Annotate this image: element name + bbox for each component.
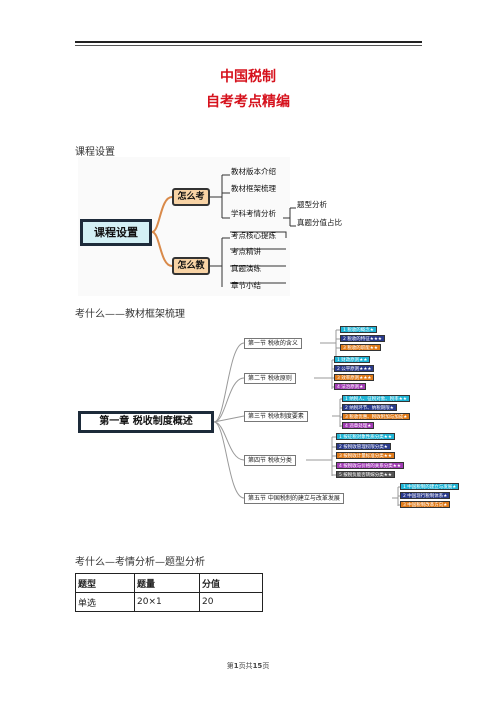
table-header-cell: 题型: [75, 573, 135, 593]
mindmap-leaf: 考点精讲: [231, 247, 261, 256]
framework-section-1: 第一节 税收的含义: [244, 338, 302, 349]
framework-item: 3 中国税制改革方向★: [400, 501, 451, 508]
mindmap-node-how-teach: 怎么教: [172, 257, 210, 275]
framework-item: 1 中国税制的建立与发展★: [400, 483, 460, 490]
mindmap-leaf: 学科考情分析: [231, 209, 276, 218]
framework-item: 3 税收优惠、税收附加与加成★: [342, 413, 411, 420]
table-header-cell: 分值: [199, 573, 263, 593]
question-type-table: 题型 题量 分值 单选 20×1 20: [75, 573, 263, 612]
framework-section-5: 第五节 中国税制的建立与改革发展: [244, 493, 344, 504]
framework-item: 1 税收的概念★: [340, 326, 377, 333]
table-header-cell: 题量: [134, 573, 200, 593]
section-course-setup-label: 课程设置: [75, 147, 115, 158]
framework-section-4: 第四节 税收分类: [244, 455, 296, 466]
framework-item: 1 按征税对象性质分类★★: [336, 433, 395, 440]
table-cell: 单选: [75, 592, 135, 612]
mindmap-leaf: 教材版本介绍: [231, 167, 276, 176]
framework-item: 2 税收的特征★★★: [340, 335, 385, 342]
framework-section-3: 第三节 税收制度要素: [244, 411, 308, 422]
framework-item: 5 按税负能否转嫁分类★★: [336, 471, 395, 478]
mindmap-leaf: 教材框架梳理: [231, 184, 276, 193]
framework-item: 1 纳税人、征税对象、税率★★: [342, 395, 410, 402]
page-title: 中国税制: [220, 69, 276, 85]
framework-item: 2 纳税环节、纳税期限★: [342, 404, 397, 411]
framework-item: 3 按税收计量标准分类★★: [336, 452, 395, 459]
table-header-row: 题型 题量 分值: [75, 573, 263, 593]
framework-item: 4 按税收与价格的关系分类★★: [336, 462, 404, 469]
table-row: 单选 20×1 20: [75, 592, 263, 612]
framework-item: 4 违章处理★: [342, 422, 375, 429]
page-footer: 第1页共15页: [226, 662, 270, 670]
framework-item: 2 公平原则★★★: [334, 365, 375, 372]
framework-item: 3 效率原则★★★: [334, 374, 375, 381]
mindmap-leaf: 真题演练: [231, 264, 261, 273]
mindmap-root-course-setup: 课程设置: [80, 219, 152, 246]
header-rule-thin: [75, 45, 422, 46]
section-framework-label: 考什么——教材框架梳理: [75, 309, 185, 320]
table-cell: 20: [199, 592, 263, 612]
mindmap-node-how-exam: 怎么考: [172, 188, 210, 206]
mindmap-leaf: 考点核心提炼: [231, 231, 276, 240]
framework-item: 2 按税收管理权限分类★: [336, 443, 391, 450]
framework-root-chapter1: 第一章 税收制度概述: [78, 411, 214, 433]
framework-item: 3 税收的职能★★: [340, 344, 381, 351]
mindmap-leaf: 章节小结: [231, 281, 261, 290]
table-cell: 20×1: [134, 592, 200, 612]
header-rule: [75, 41, 422, 43]
framework-section-2: 第二节 税收原则: [244, 373, 296, 384]
mindmap-leaf: 题型分析: [297, 200, 327, 209]
framework-item: 2 中国现行税制体系★: [400, 492, 451, 499]
mindmap-leaf: 真题分值占比: [297, 218, 342, 227]
page-subtitle: 自考考点精编: [206, 94, 290, 110]
framework-item: 1 财政原则★★: [334, 356, 371, 363]
framework-item: 4 法治原则★: [334, 383, 367, 390]
section-exam-analysis-label: 考什么—考情分析—题型分析: [75, 557, 205, 568]
